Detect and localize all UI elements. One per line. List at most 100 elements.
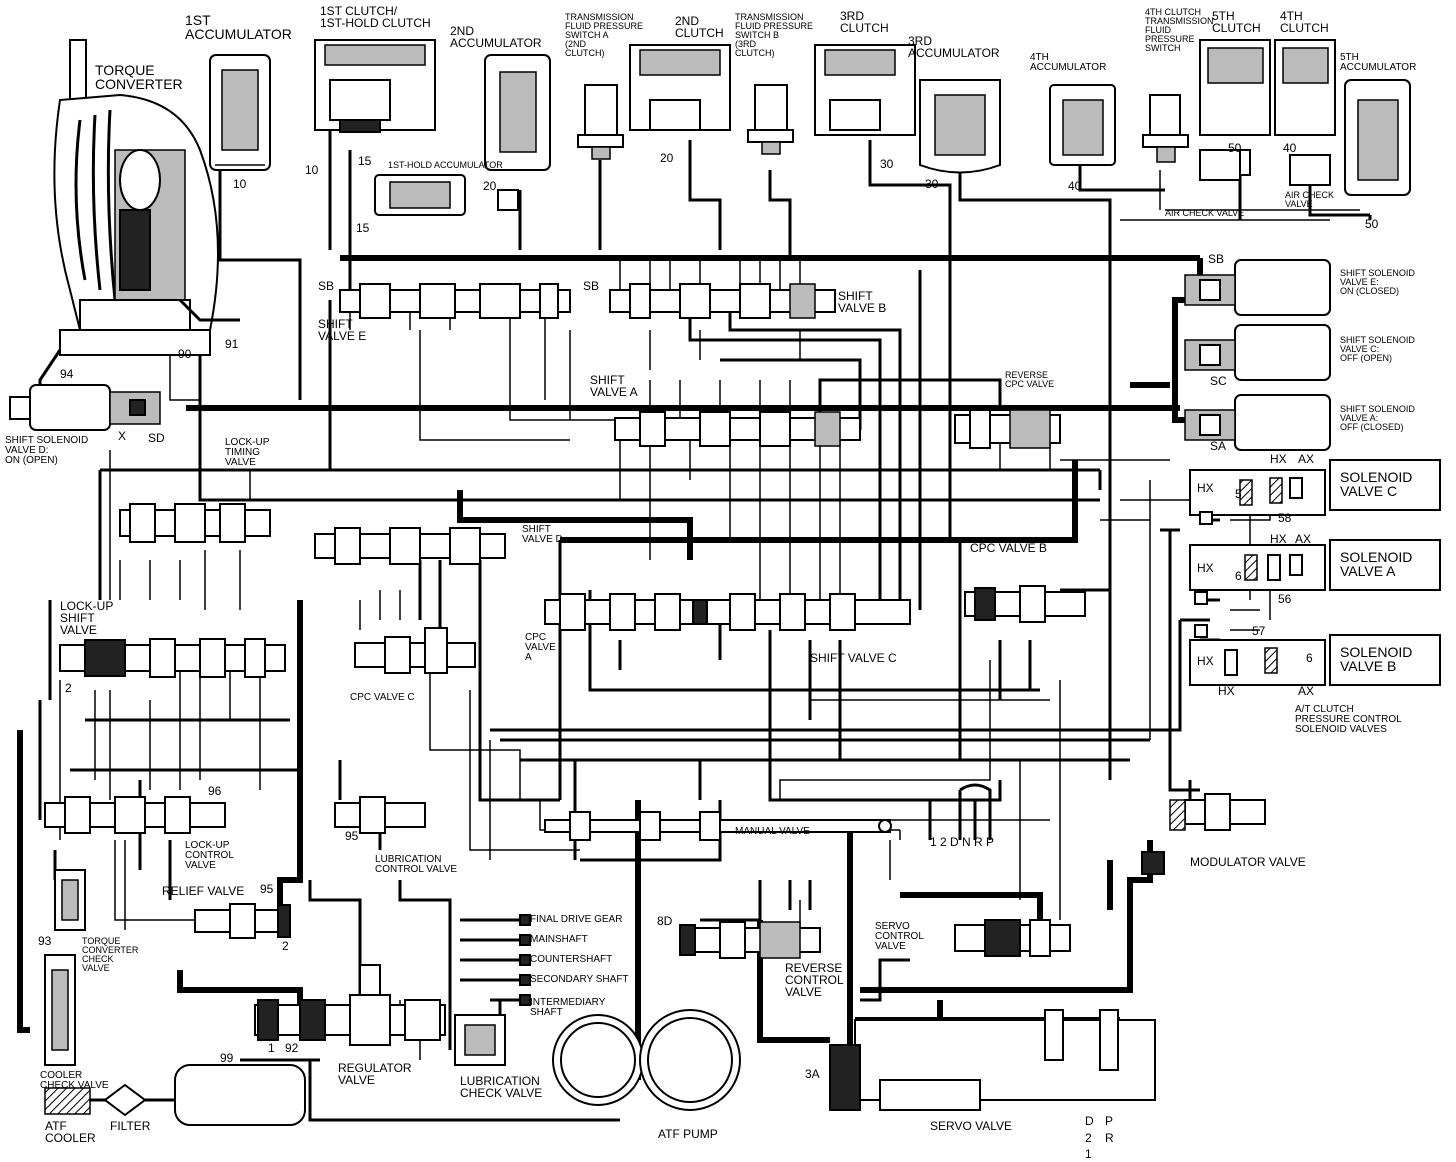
shift-valve-a <box>614 411 861 447</box>
port-label: 50 <box>1228 141 1242 155</box>
port-label: 40 <box>1283 141 1297 155</box>
accumulator-3rd <box>919 79 1001 174</box>
cpc-valve-b <box>964 585 1086 623</box>
port-label: 2 <box>282 939 289 953</box>
label-servo-pos-d: D <box>1085 1114 1094 1128</box>
port-label: 93 <box>38 934 52 948</box>
port-label: 30 <box>925 177 939 191</box>
port-label: SB <box>1208 252 1224 266</box>
solenoid-ax-label: AX <box>1298 452 1314 466</box>
solenoid-port-6: 6 <box>1235 569 1242 583</box>
pressure-switch-b <box>747 84 794 155</box>
solenoid-ax-label: AX <box>1295 532 1311 546</box>
solenoid-valve-a-block <box>1189 539 1441 591</box>
label-atf-pump: ATF PUMP <box>658 1127 718 1141</box>
port-label: 94 <box>60 367 74 381</box>
main-pressure-lines <box>17 255 1260 1100</box>
port-label: 15 <box>358 154 372 168</box>
shift-solenoid-c <box>1184 324 1331 381</box>
label-air-check-valve-1: AIR CHECK VALVE <box>1165 208 1244 218</box>
clutch-5th <box>1199 39 1271 176</box>
port-label: SB <box>583 279 599 293</box>
shift-solenoid-e <box>1184 259 1331 316</box>
hold-accumulator <box>374 174 466 216</box>
label-cpc-valve-c: CPC VALVE C <box>350 692 415 703</box>
shaft-taps <box>519 914 531 1006</box>
port-label: 10 <box>305 163 319 177</box>
label-servo-pos-p: P <box>1105 1114 1113 1128</box>
torque-converter <box>38 39 240 420</box>
lockup-control-valve <box>44 796 226 834</box>
port-label: 2 <box>65 681 72 695</box>
label-shift-valve-c: SHIFT VALVE C <box>810 651 897 665</box>
atf-pump <box>552 1009 741 1111</box>
label-hold-accumulator: 1ST-HOLD ACCUMULATOR <box>388 160 503 170</box>
label-cpc-valve-b: CPC VALVE B <box>970 541 1047 555</box>
label-clutch-1st: 1ST CLUTCH/1ST-HOLD CLUTCH <box>320 4 431 30</box>
lockup-timing-valve <box>119 503 271 543</box>
label-shaft-countershaft: COUNTERSHAFT <box>530 954 612 965</box>
shift-valve-e <box>339 283 571 319</box>
torque-converter-check-valve <box>54 869 86 931</box>
port-label: 10 <box>233 177 247 191</box>
port-label: 15 <box>356 221 370 235</box>
port-label: 92 <box>285 1041 299 1055</box>
manual-valve <box>544 783 992 841</box>
shift-solenoid-a <box>1184 394 1331 451</box>
port-label: 40 <box>1068 179 1082 193</box>
regulator-valve <box>254 964 446 1046</box>
port-label: 20 <box>660 151 674 165</box>
solenoid-port-6: 6 <box>1306 651 1313 665</box>
reverse-cpc-valve <box>954 409 1061 449</box>
solenoid-valve-b-block <box>1189 634 1441 686</box>
port-label: 99 <box>220 1051 234 1065</box>
port-label: 91 <box>225 337 239 351</box>
label-relief-valve: RELIEF VALVE <box>162 884 244 898</box>
label-servo-pos-r: R <box>1105 1131 1114 1145</box>
filter <box>103 1083 147 1117</box>
solenoid-ax-label: AX <box>1298 684 1314 698</box>
atf-cooler <box>44 1087 91 1115</box>
servo-valve <box>829 1009 1156 1111</box>
port-label: X <box>118 429 126 443</box>
label-manual-positions: 1 2 D N R P <box>930 835 994 849</box>
shift-valve-d <box>314 527 506 565</box>
solenoid-port-57: 57 <box>1252 624 1266 638</box>
label-servo-valve: SERVO VALVE <box>930 1119 1012 1133</box>
label-shaft-secondary: SECONDARY SHAFT <box>530 974 629 985</box>
port-label: 96 <box>208 784 222 798</box>
solenoid-port-58: 58 <box>1278 511 1292 525</box>
label-shaft-mainshaft: MAINSHAFT <box>530 934 588 945</box>
clutch-3rd <box>814 44 916 136</box>
port-label: SD <box>148 431 165 445</box>
port-label: SA <box>1210 439 1226 453</box>
port-label: 3A <box>805 1067 820 1081</box>
solenoid-hx-label: HX <box>1197 481 1214 495</box>
cpc-valve-c <box>354 627 476 674</box>
